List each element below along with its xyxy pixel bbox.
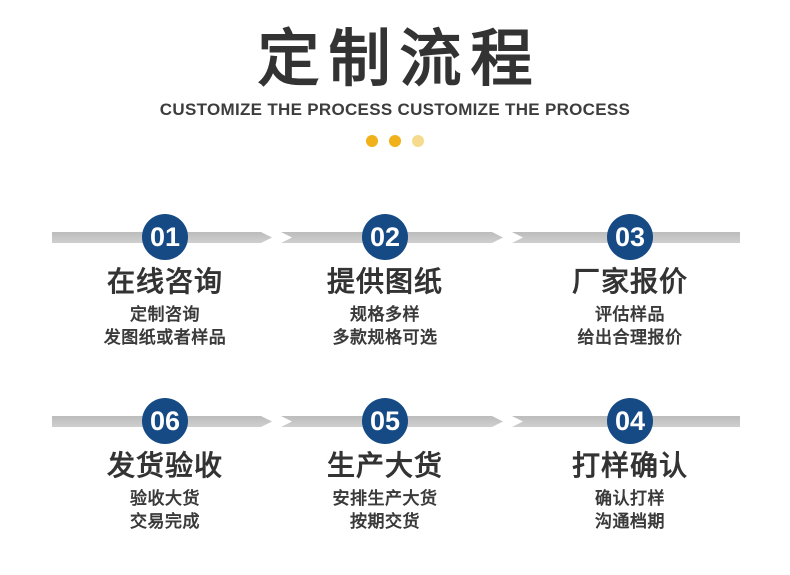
flow-row-top: 01 在线咨询 定制咨询 发图纸或者样品 02 提供图纸 规格多样 多款规格可选… — [0, 212, 790, 377]
step-title: 发货验收 — [106, 450, 223, 481]
step-desc-line: 规格多样 — [350, 305, 420, 324]
step-number-badge: 01 — [142, 214, 188, 260]
step-title: 在线咨询 — [106, 266, 223, 297]
step-desc-line: 沟通档期 — [595, 512, 665, 531]
step-description: 规格多样 多款规格可选 — [333, 303, 438, 349]
step-description: 安排生产大货 按期交货 — [333, 487, 438, 533]
step-title: 厂家报价 — [571, 266, 688, 297]
step-description: 定制咨询 发图纸或者样品 — [104, 303, 227, 349]
step-01: 01 在线咨询 定制咨询 发图纸或者样品 — [45, 212, 285, 349]
header: 定制流程 CUSTOMIZE THE PROCESS CUSTOMIZE THE… — [0, 0, 790, 148]
decorative-dots — [0, 135, 790, 148]
step-description: 确认打样 沟通档期 — [595, 487, 665, 533]
step-description: 验收大货 交易完成 — [130, 487, 200, 533]
step-title: 生产大货 — [326, 450, 443, 481]
step-desc-line: 多款规格可选 — [332, 328, 438, 347]
step-desc-line: 发图纸或者样品 — [103, 328, 227, 347]
dot-icon — [389, 135, 401, 148]
step-desc-line: 交易完成 — [130, 512, 200, 531]
step-desc-line: 按期交货 — [350, 512, 420, 531]
step-03: 03 厂家报价 评估样品 给出合理报价 — [510, 212, 750, 349]
step-desc-line: 给出合理报价 — [577, 328, 683, 347]
step-02: 02 提供图纸 规格多样 多款规格可选 — [265, 212, 505, 349]
step-number-badge: 03 — [607, 214, 653, 260]
step-05: 05 生产大货 安排生产大货 按期交货 — [265, 396, 505, 533]
step-desc-line: 验收大货 — [130, 489, 200, 508]
page-subtitle: CUSTOMIZE THE PROCESS CUSTOMIZE THE PROC… — [159, 100, 631, 120]
step-number-badge: 04 — [607, 398, 653, 444]
step-06: 06 发货验收 验收大货 交易完成 — [45, 396, 285, 533]
page-title: 定制流程 — [257, 25, 542, 94]
step-desc-line: 定制咨询 — [130, 305, 200, 324]
dot-icon — [366, 135, 378, 148]
step-title: 打样确认 — [571, 450, 688, 481]
step-number-badge: 05 — [362, 398, 408, 444]
step-04: 04 打样确认 确认打样 沟通档期 — [510, 396, 750, 533]
step-desc-line: 安排生产大货 — [332, 489, 438, 508]
step-desc-line: 确认打样 — [595, 489, 665, 508]
step-desc-line: 评估样品 — [595, 305, 665, 324]
step-number-badge: 02 — [362, 214, 408, 260]
flow-row-bottom: 06 发货验收 验收大货 交易完成 05 生产大货 安排生产大货 按期交货 04… — [0, 396, 790, 561]
step-title: 提供图纸 — [326, 266, 443, 297]
step-description: 评估样品 给出合理报价 — [578, 303, 683, 349]
dot-icon — [412, 135, 424, 148]
step-number-badge: 06 — [142, 398, 188, 444]
